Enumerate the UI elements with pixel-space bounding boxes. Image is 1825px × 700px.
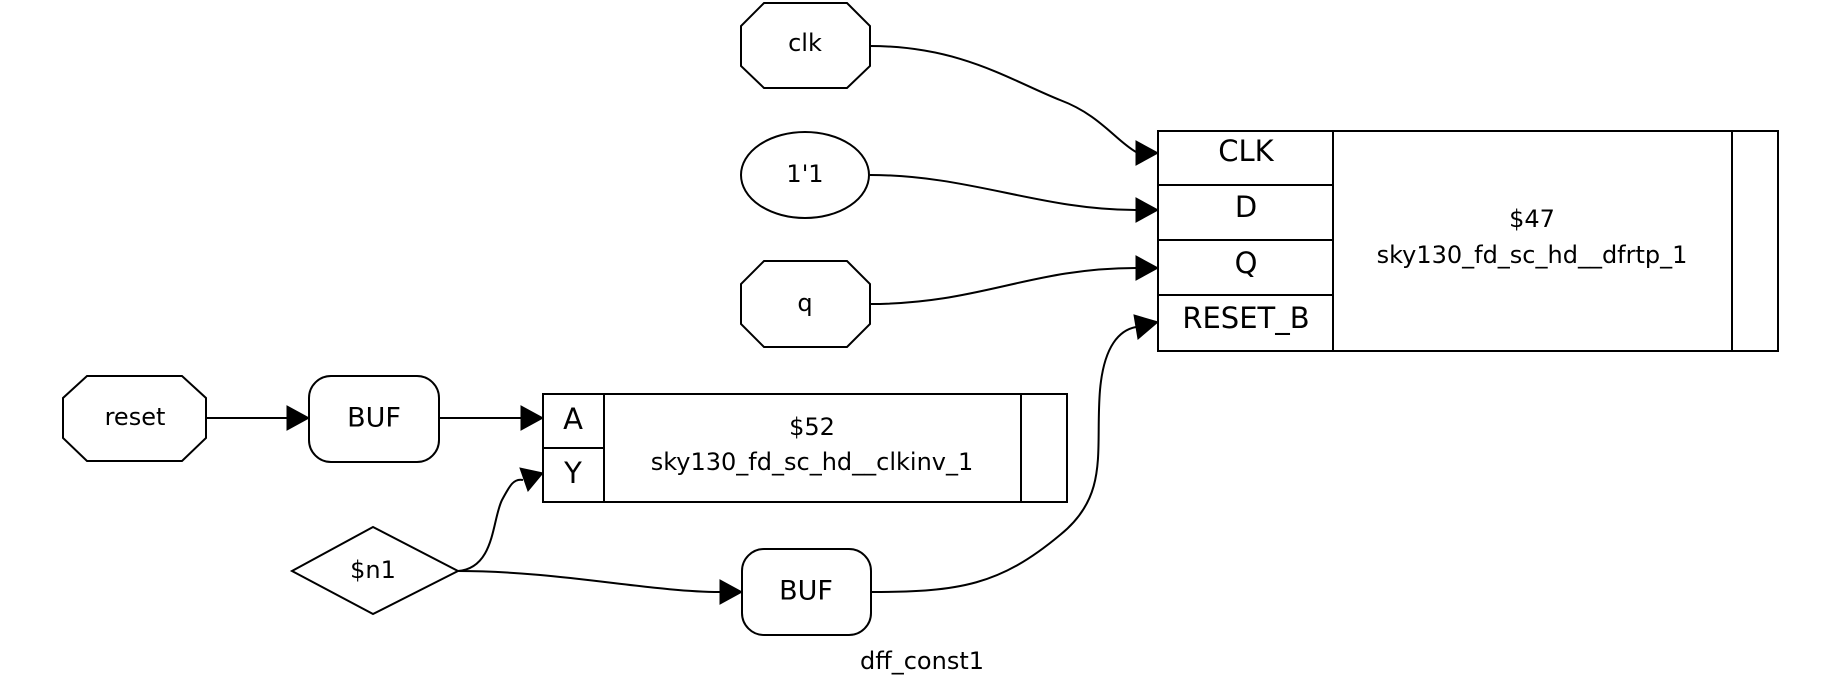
arrowhead-dff-d [1135, 197, 1160, 223]
port-q-label: q [797, 289, 812, 317]
edge-const-to-dff-d [869, 174, 1137, 211]
buffer-n1: BUF [741, 548, 872, 636]
edges [206, 45, 1160, 605]
port-reset: reset [62, 375, 207, 462]
cell-inv-pin-a: A [563, 402, 583, 436]
cell-inv-id: $52 [789, 413, 835, 441]
rounded-rect-shape [741, 548, 872, 636]
rounded-rect-shape [308, 375, 440, 463]
buffer-reset: BUF [308, 375, 440, 463]
cell-dff-pin-clk: CLK [1218, 134, 1274, 168]
port-q: q [740, 260, 871, 348]
port-n1: $n1 [289, 525, 461, 616]
cell-dff: CLK D Q RESET_B $47 sky130_fd_sc_hd__dfr… [1157, 130, 1779, 352]
ellipse-shape [740, 131, 870, 219]
cell-dff-type: sky130_fd_sc_hd__dfrtp_1 [1377, 241, 1688, 269]
arrowhead-reset-buf [286, 405, 311, 431]
arrowhead-dff-clk [1135, 140, 1160, 166]
cell-dff-id: $47 [1509, 205, 1555, 233]
port-const-one-label: 1'1 [786, 160, 823, 188]
octagon-shape [62, 375, 207, 462]
arrowhead-dff-q [1135, 255, 1160, 281]
buffer-n1-label: BUF [779, 576, 833, 607]
octagon-shape [740, 260, 871, 348]
cell-dff-pin-q: Q [1235, 246, 1258, 280]
edge-q-to-dff-q [869, 267, 1137, 305]
edge-clk-to-dff-clk [869, 45, 1137, 153]
edge-buf-to-dff-reset [870, 326, 1137, 593]
cell-dff-pin-d: D [1235, 190, 1257, 224]
arrowhead-inv-a [520, 405, 545, 431]
cell-inv-pin-y: Y [563, 456, 582, 490]
port-clk: clk [740, 2, 871, 89]
edge-n1-to-buf [457, 570, 721, 593]
cell-inv-type: sky130_fd_sc_hd__clkinv_1 [651, 448, 974, 476]
cell-inv-frame [542, 393, 1068, 503]
cell-inv: A Y $52 sky130_fd_sc_hd__clkinv_1 [542, 393, 1068, 503]
port-const-one: 1'1 [740, 131, 870, 219]
diamond-shape [289, 525, 461, 616]
edge-n1-to-inv-y [457, 478, 524, 572]
buffer-reset-label: BUF [347, 403, 401, 434]
arrowhead-n1-buf [719, 579, 744, 605]
port-reset-label: reset [105, 403, 166, 431]
port-n1-label: $n1 [350, 556, 396, 584]
cell-dff-pin-reset-b: RESET_B [1182, 301, 1309, 335]
arrowhead-dff-reset [1133, 314, 1160, 340]
port-clk-label: clk [788, 29, 822, 57]
graph-title: dff_const1 [860, 647, 984, 675]
arrowhead-inv-y [519, 467, 544, 492]
octagon-shape [740, 2, 871, 89]
